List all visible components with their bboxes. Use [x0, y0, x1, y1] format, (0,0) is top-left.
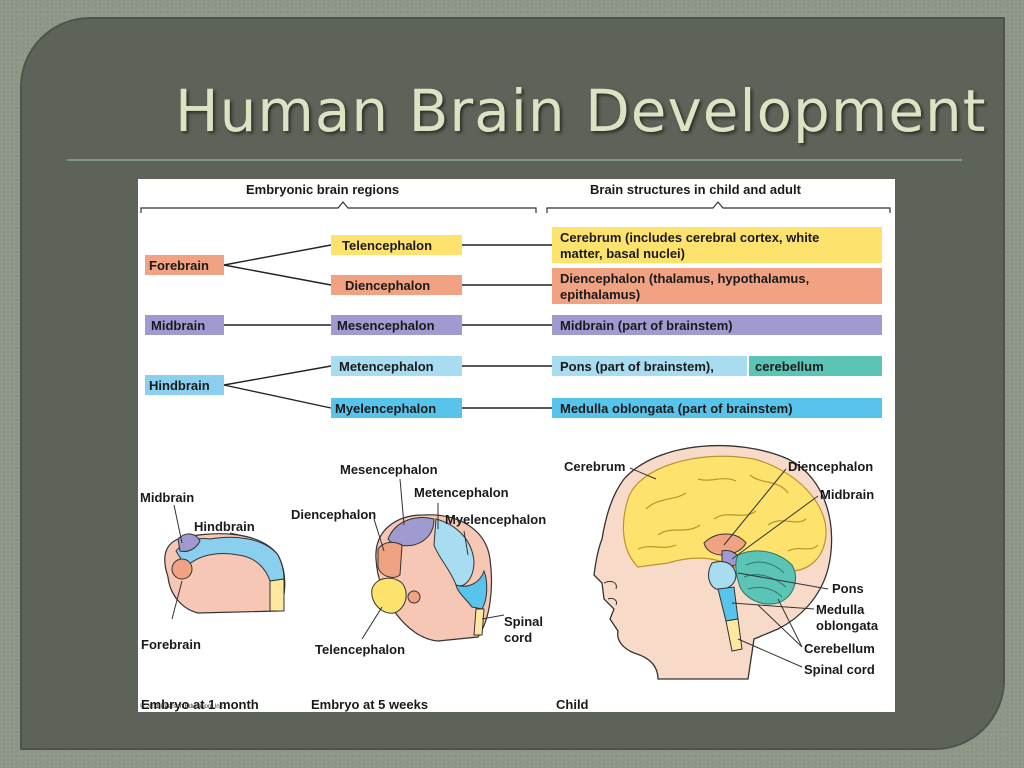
child-medulla-label-line2: oblongata: [816, 618, 879, 633]
header-embryonic-regions: Embryonic brain regions: [246, 182, 399, 197]
month-hindbrain-label: Hindbrain: [194, 519, 255, 534]
month-midbrain-label: Midbrain: [140, 490, 194, 505]
brain-development-figure: Embryonic brain regions Brain structures…: [138, 179, 895, 712]
child-spinal-cord-label: Spinal cord: [804, 662, 875, 677]
figure-svg: Embryonic brain regions Brain structures…: [138, 179, 895, 712]
child-midbrain-label: Midbrain: [820, 487, 874, 502]
slide-background: Human Brain Development Embryonic brain …: [20, 17, 1005, 750]
embryo-5-weeks-illustration: [372, 515, 492, 641]
cerebellum-structure-label: cerebellum: [755, 359, 824, 374]
midbrain-label: Midbrain: [151, 318, 205, 333]
embryo-1-month-illustration: [165, 534, 285, 613]
diencephalon-structure-line2: epithalamus): [560, 287, 640, 302]
weeks-diencephalon-label: Diencephalon: [291, 507, 376, 522]
child-pons-label: Pons: [832, 581, 864, 596]
diencephalon-structure-line1: Diencephalon (thalamus, hypothalamus,: [560, 271, 809, 286]
weeks-spinal-label-line2: cord: [504, 630, 532, 645]
cerebrum-structure-line1: Cerebrum (includes cerebral cortex, whit…: [560, 230, 819, 245]
child-diencephalon-label: Diencephalon: [788, 459, 873, 474]
weeks-mesencephalon-label: Mesencephalon: [340, 462, 438, 477]
medulla-structure-label: Medulla oblongata (part of brainstem): [560, 401, 793, 416]
copyright-text: © 2011 Pearson Education, Inc.: [140, 703, 225, 710]
child-medulla-label-line1: Medulla: [816, 602, 865, 617]
forebrain-label: Forebrain: [149, 258, 209, 273]
child-cerebellum-label: Cerebellum: [804, 641, 875, 656]
weeks-spinal-label-line1: Spinal: [504, 614, 543, 629]
title-divider: [67, 159, 962, 161]
myelencephalon-label: Myelencephalon: [335, 401, 436, 416]
weeks-caption: Embryo at 5 weeks: [311, 697, 428, 712]
header-child-adult-structures: Brain structures in child and adult: [590, 182, 802, 197]
cerebrum-structure-line2: matter, basal nuclei): [560, 246, 685, 261]
child-caption: Child: [556, 697, 589, 712]
telencephalon-label: Telencephalon: [342, 238, 432, 253]
child-head-illustration: [594, 446, 832, 679]
child-cerebrum-label: Cerebrum: [564, 459, 625, 474]
weeks-telencephalon-label: Telencephalon: [315, 642, 405, 657]
hindbrain-label: Hindbrain: [149, 378, 210, 393]
diencephalon-label: Diencephalon: [345, 278, 430, 293]
bracket-right: [547, 202, 890, 213]
weeks-metencephalon-label: Metencephalon: [414, 485, 509, 500]
metencephalon-label: Metencephalon: [339, 359, 434, 374]
pons-structure-label: Pons (part of brainstem),: [560, 359, 714, 374]
mesencephalon-label: Mesencephalon: [337, 318, 435, 333]
month-forebrain-label: Forebrain: [141, 637, 201, 652]
midbrain-structure-label: Midbrain (part of brainstem): [560, 318, 733, 333]
weeks-myelencephalon-label: Myelencephalon: [445, 512, 546, 527]
bracket-left: [141, 202, 536, 213]
slide-title: Human Brain Development: [175, 77, 987, 145]
